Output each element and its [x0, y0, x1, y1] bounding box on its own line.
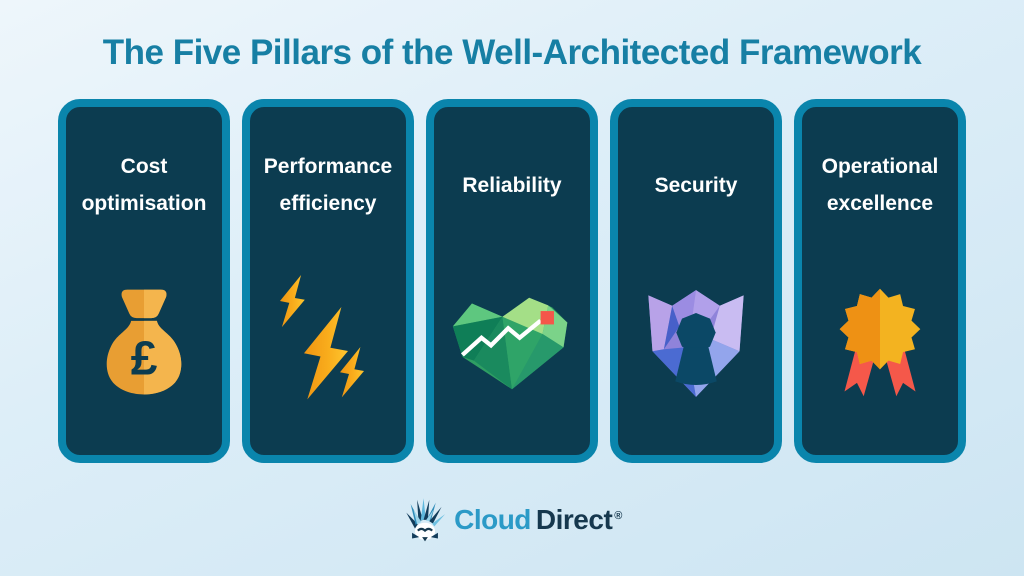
pillar-label: Reliability [462, 173, 562, 197]
page-title: The Five Pillars of the Well-Architected… [102, 33, 922, 72]
pillar-label: Operational excellence [821, 155, 939, 215]
shield-keyhole-icon [648, 290, 744, 397]
hedgehog-icon [406, 498, 446, 542]
pillar-card-cost-optimisation: Cost optimisation £ [58, 99, 230, 463]
pillar-label: Performance efficiency [263, 155, 393, 215]
chart-point-marker [540, 310, 554, 324]
pillar-label: Cost optimisation [81, 155, 207, 215]
heart-chart-icon [452, 297, 568, 389]
brand-logo: Cloud Direct ® [0, 496, 1024, 544]
keyhole [675, 312, 717, 385]
pillar-label: Security [654, 173, 738, 197]
lightning-bolts-icon [280, 275, 364, 400]
registered-trademark: ® [614, 510, 622, 522]
brand-name-direct: Direct [535, 504, 613, 535]
pound-symbol: £ [131, 332, 158, 385]
brand-wordmark: Cloud Direct ® [454, 504, 622, 536]
money-bag-icon: £ [106, 289, 182, 395]
pillar-card-operational-excellence: Operational excellence [794, 99, 966, 463]
pillar-card-performance-efficiency: Performance efficiency [242, 99, 414, 463]
brand-name-cloud: Cloud [454, 504, 531, 535]
award-rosette-icon [839, 288, 921, 396]
pillar-card-reliability: Reliability [426, 99, 598, 463]
pillar-card-security: Security [610, 99, 782, 463]
pillar-row: Cost optimisation £ Performan [0, 99, 1024, 463]
